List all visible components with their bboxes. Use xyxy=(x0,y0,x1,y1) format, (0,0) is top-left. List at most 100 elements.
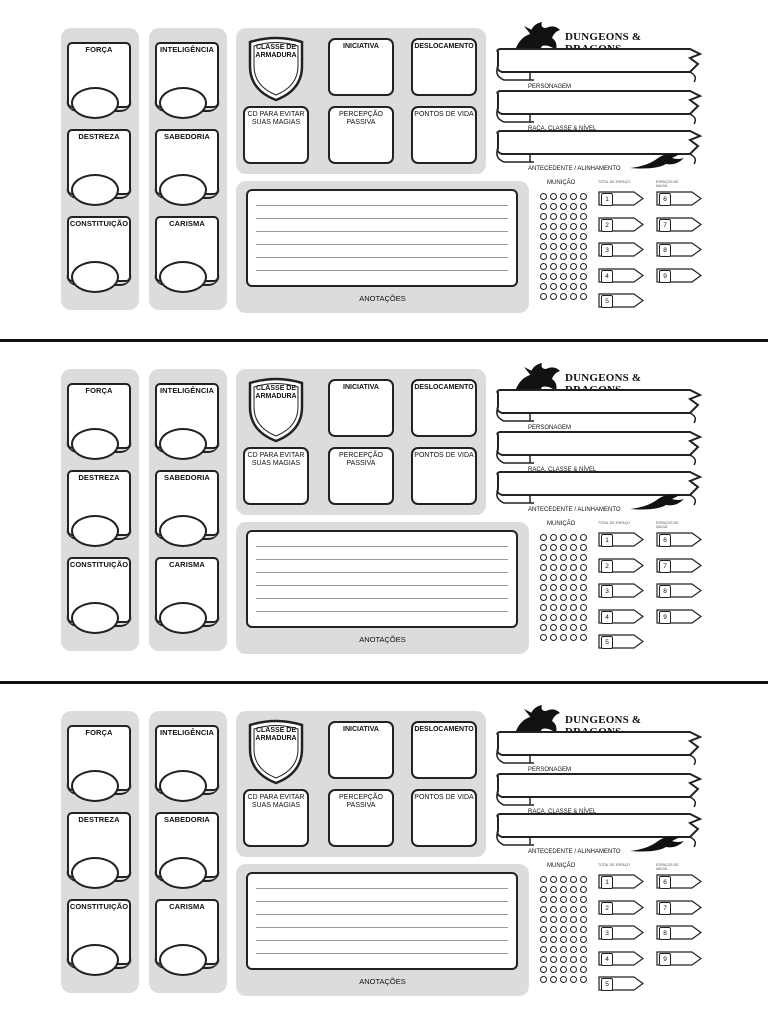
ammo-circle[interactable] xyxy=(560,876,567,883)
ammo-circle[interactable] xyxy=(580,273,587,280)
ability-modifier-oval[interactable] xyxy=(159,770,207,802)
ammo-circle[interactable] xyxy=(540,624,547,631)
ammo-circle[interactable] xyxy=(550,886,557,893)
ammo-circle[interactable] xyxy=(570,574,577,581)
ammo-circle[interactable] xyxy=(540,203,547,210)
ability-modifier-oval[interactable] xyxy=(159,944,207,976)
ability-modifier-oval[interactable] xyxy=(71,770,119,802)
ability-modifier-oval[interactable] xyxy=(159,857,207,889)
ammo-circle[interactable] xyxy=(550,223,557,230)
ammo-circle[interactable] xyxy=(550,253,557,260)
spell-slot-tag[interactable]: 3 xyxy=(598,241,644,258)
ammo-circle[interactable] xyxy=(560,554,567,561)
ammo-circle[interactable] xyxy=(560,946,567,953)
name-banner[interactable] xyxy=(494,88,706,132)
ammo-circle[interactable] xyxy=(580,946,587,953)
ammo-circle[interactable] xyxy=(560,634,567,641)
stat-box-spell-dc[interactable]: CD PARA EVITAR SUAS MAGIAS xyxy=(243,789,309,847)
ammo-circle[interactable] xyxy=(550,594,557,601)
ammo-circle[interactable] xyxy=(550,926,557,933)
stat-box-spell-dc[interactable]: CD PARA EVITAR SUAS MAGIAS xyxy=(243,447,309,505)
ammo-circle[interactable] xyxy=(570,223,577,230)
ammo-circle[interactable] xyxy=(560,604,567,611)
ammo-circle[interactable] xyxy=(550,263,557,270)
spell-slot-tag[interactable]: 4 xyxy=(598,608,644,625)
ammo-circle[interactable] xyxy=(580,926,587,933)
ammo-circle[interactable] xyxy=(540,223,547,230)
ammo-circle[interactable] xyxy=(550,213,557,220)
ability-modifier-oval[interactable] xyxy=(159,87,207,119)
ammo-circle[interactable] xyxy=(550,193,557,200)
spell-slot-tag[interactable]: 6 xyxy=(656,531,702,548)
ammo-circle[interactable] xyxy=(570,956,577,963)
ability-modifier-oval[interactable] xyxy=(71,857,119,889)
armor-class-shield[interactable] xyxy=(246,719,306,787)
ability-modifier-oval[interactable] xyxy=(159,174,207,206)
ammo-circle[interactable] xyxy=(560,936,567,943)
ammo-circle[interactable] xyxy=(580,233,587,240)
ammo-circle[interactable] xyxy=(540,253,547,260)
ammo-circle[interactable] xyxy=(570,544,577,551)
ammo-circle[interactable] xyxy=(580,906,587,913)
spell-slot-tag[interactable]: 7 xyxy=(656,899,702,916)
ammo-circle[interactable] xyxy=(550,283,557,290)
ammo-circle[interactable] xyxy=(540,544,547,551)
ammo-circle[interactable] xyxy=(570,634,577,641)
ammo-circle[interactable] xyxy=(550,574,557,581)
ammo-circle[interactable] xyxy=(580,193,587,200)
ammo-circle[interactable] xyxy=(550,976,557,983)
notes-area[interactable] xyxy=(246,872,518,970)
ammo-circle[interactable] xyxy=(540,896,547,903)
ammo-circle[interactable] xyxy=(580,283,587,290)
ammo-circle[interactable] xyxy=(580,624,587,631)
ammo-circle[interactable] xyxy=(570,976,577,983)
ammo-circle[interactable] xyxy=(550,544,557,551)
ammo-circle[interactable] xyxy=(570,624,577,631)
ammo-circle[interactable] xyxy=(540,916,547,923)
ammo-circle[interactable] xyxy=(570,916,577,923)
ammo-circle[interactable] xyxy=(570,966,577,973)
ammo-circle[interactable] xyxy=(570,273,577,280)
ammo-circle[interactable] xyxy=(540,283,547,290)
stat-box-spell-dc[interactable]: CD PARA EVITAR SUAS MAGIAS xyxy=(243,106,309,164)
ammo-circle[interactable] xyxy=(570,243,577,250)
ammo-circle[interactable] xyxy=(570,233,577,240)
ammo-circle[interactable] xyxy=(560,253,567,260)
stat-box-passive-perception[interactable]: PERCEPÇÃO PASSIVA xyxy=(328,789,394,847)
ammo-circle[interactable] xyxy=(550,564,557,571)
ammo-circle[interactable] xyxy=(540,193,547,200)
ammo-circle[interactable] xyxy=(580,554,587,561)
ammo-circle[interactable] xyxy=(580,976,587,983)
ammo-circle[interactable] xyxy=(560,614,567,621)
stat-box-speed[interactable]: DESLOCAMENTO xyxy=(411,38,477,96)
notes-area[interactable] xyxy=(246,189,518,287)
ammo-circle[interactable] xyxy=(560,976,567,983)
ammo-circle[interactable] xyxy=(560,283,567,290)
ammo-circle[interactable] xyxy=(560,534,567,541)
ammo-circle[interactable] xyxy=(560,193,567,200)
ammo-circle[interactable] xyxy=(550,554,557,561)
ammo-circle[interactable] xyxy=(540,876,547,883)
ammo-circle[interactable] xyxy=(540,946,547,953)
ammo-circle[interactable] xyxy=(580,604,587,611)
spell-slot-tag[interactable]: 5 xyxy=(598,633,644,650)
ammo-circle[interactable] xyxy=(540,574,547,581)
ammo-circle[interactable] xyxy=(540,273,547,280)
ammo-circle[interactable] xyxy=(540,584,547,591)
stat-box-hit-points[interactable]: PONTOS DE VIDA xyxy=(411,789,477,847)
name-banner[interactable] xyxy=(494,46,706,90)
ammo-circle[interactable] xyxy=(570,293,577,300)
ammo-circle[interactable] xyxy=(560,624,567,631)
ammo-circle[interactable] xyxy=(580,896,587,903)
spell-slot-tag[interactable]: 2 xyxy=(598,557,644,574)
ability-modifier-oval[interactable] xyxy=(71,87,119,119)
ammo-circle[interactable] xyxy=(550,936,557,943)
ammo-circle[interactable] xyxy=(570,614,577,621)
ammo-circle[interactable] xyxy=(580,876,587,883)
ammo-circle[interactable] xyxy=(570,584,577,591)
ammo-circle[interactable] xyxy=(540,554,547,561)
ammo-circle[interactable] xyxy=(560,886,567,893)
ammo-circle[interactable] xyxy=(570,534,577,541)
ammo-circle[interactable] xyxy=(570,946,577,953)
ammo-circle[interactable] xyxy=(540,634,547,641)
